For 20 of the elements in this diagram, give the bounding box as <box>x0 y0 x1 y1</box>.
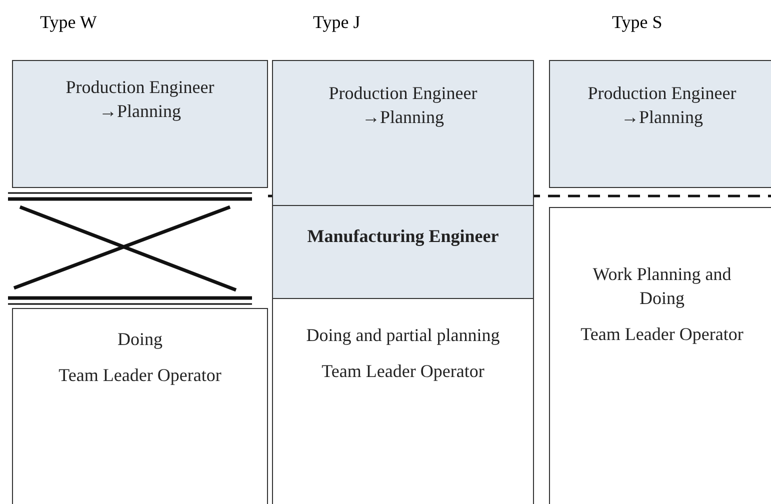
role-text: Doing <box>116 328 164 351</box>
role-text: Doing and partial planning <box>305 324 501 347</box>
column-heading: Type W <box>40 12 97 33</box>
column-heading: Type J <box>313 12 360 33</box>
staff-text: Team Leader Operator <box>320 360 486 383</box>
staff-text: Team Leader Operator <box>580 323 744 346</box>
role-box <box>12 60 268 188</box>
role-box <box>272 205 534 299</box>
role-box <box>12 308 268 504</box>
role-box <box>272 298 534 504</box>
role-text: Production Engineer →Planning <box>64 76 216 123</box>
role-box <box>549 207 771 504</box>
role-text: Manufacturing Engineer <box>306 225 500 248</box>
role-box <box>272 60 534 206</box>
role-box <box>549 60 771 188</box>
role-text: Work Planning and Doing <box>592 263 732 310</box>
role-text: Production Engineer →Planning <box>586 82 738 129</box>
column-heading: Type S <box>612 12 662 33</box>
staff-text: Team Leader Operator <box>58 364 222 387</box>
role-text: Production Engineer →Planning <box>328 82 478 129</box>
